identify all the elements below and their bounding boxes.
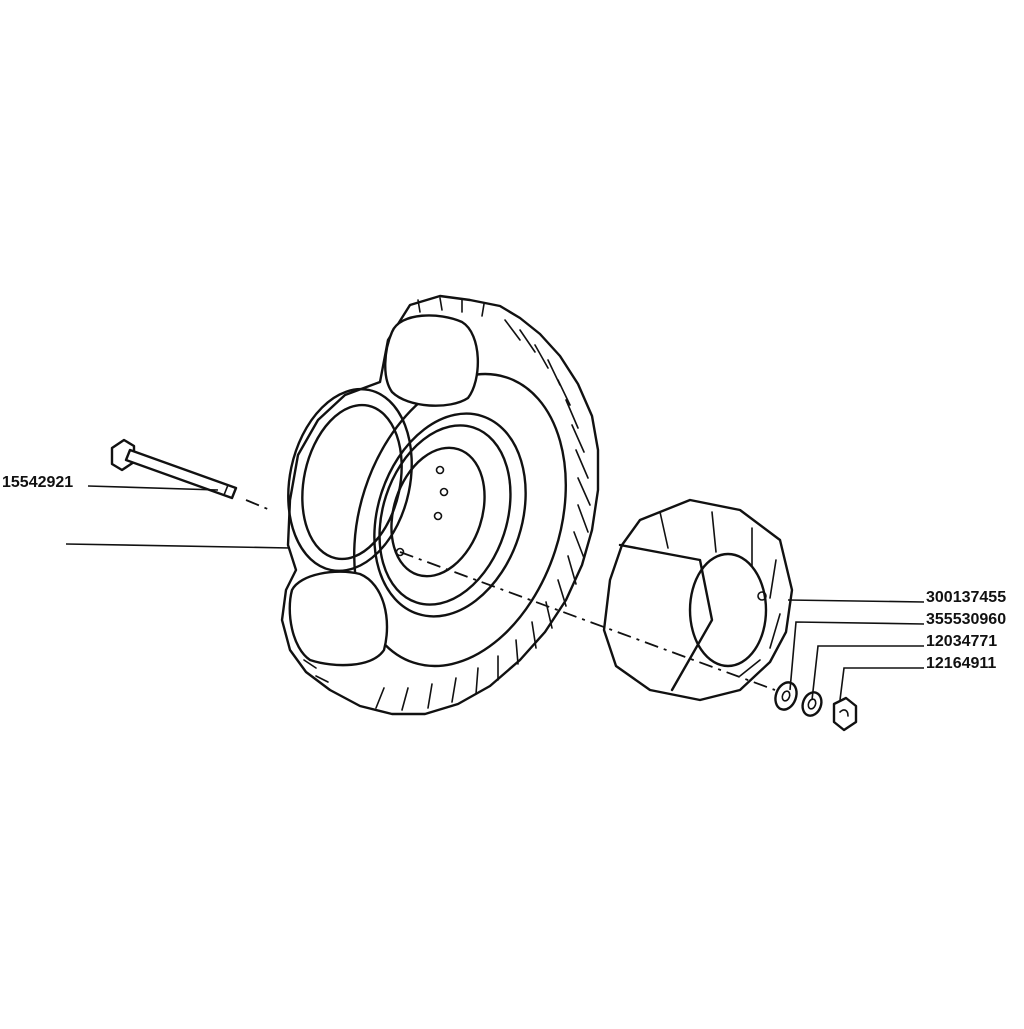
inner-tire-ring-inner <box>301 403 403 561</box>
leader-hex-nut <box>839 667 924 701</box>
bolt-shank <box>124 448 238 500</box>
flat-washer <box>774 681 798 711</box>
ballast-weight <box>602 498 794 702</box>
leader-bolt <box>87 485 219 491</box>
tread-lugs <box>295 297 591 711</box>
weight-front-edge <box>618 543 714 692</box>
inner-tire-ring <box>287 387 413 573</box>
callout-bolt: 15542921 <box>2 474 74 491</box>
rim-inner-ring <box>378 424 512 606</box>
leader-lines <box>65 485 925 701</box>
callout-lock-washer: 12034771 <box>926 633 998 650</box>
callout-ballast-weight: 300137455 <box>926 589 1007 606</box>
rim-bolt-holes <box>395 465 449 557</box>
callout-flat-washer: 355530960 <box>926 611 1007 628</box>
leader-lock-washer <box>811 645 924 701</box>
lock-washer <box>801 691 823 717</box>
tire-cutaway-bottom <box>288 570 389 667</box>
bolt <box>110 438 238 500</box>
rim-hub <box>390 446 486 578</box>
leader-wheel <box>65 543 291 549</box>
leader-ballast-weight <box>787 599 925 603</box>
weight-center-bore <box>688 552 768 668</box>
assembly-axis <box>399 551 776 691</box>
weight-bolt-hole <box>757 591 767 601</box>
hex-nut <box>832 696 858 732</box>
callout-hex-nut: 12164911 <box>926 655 997 672</box>
tire-cutaway-top <box>384 314 479 407</box>
tire-wheel-assembly <box>280 294 600 716</box>
weight-segments <box>659 511 781 677</box>
leader-flat-washer <box>789 621 925 691</box>
bolt-axis <box>245 499 271 511</box>
bolt-thread-start <box>223 484 229 496</box>
